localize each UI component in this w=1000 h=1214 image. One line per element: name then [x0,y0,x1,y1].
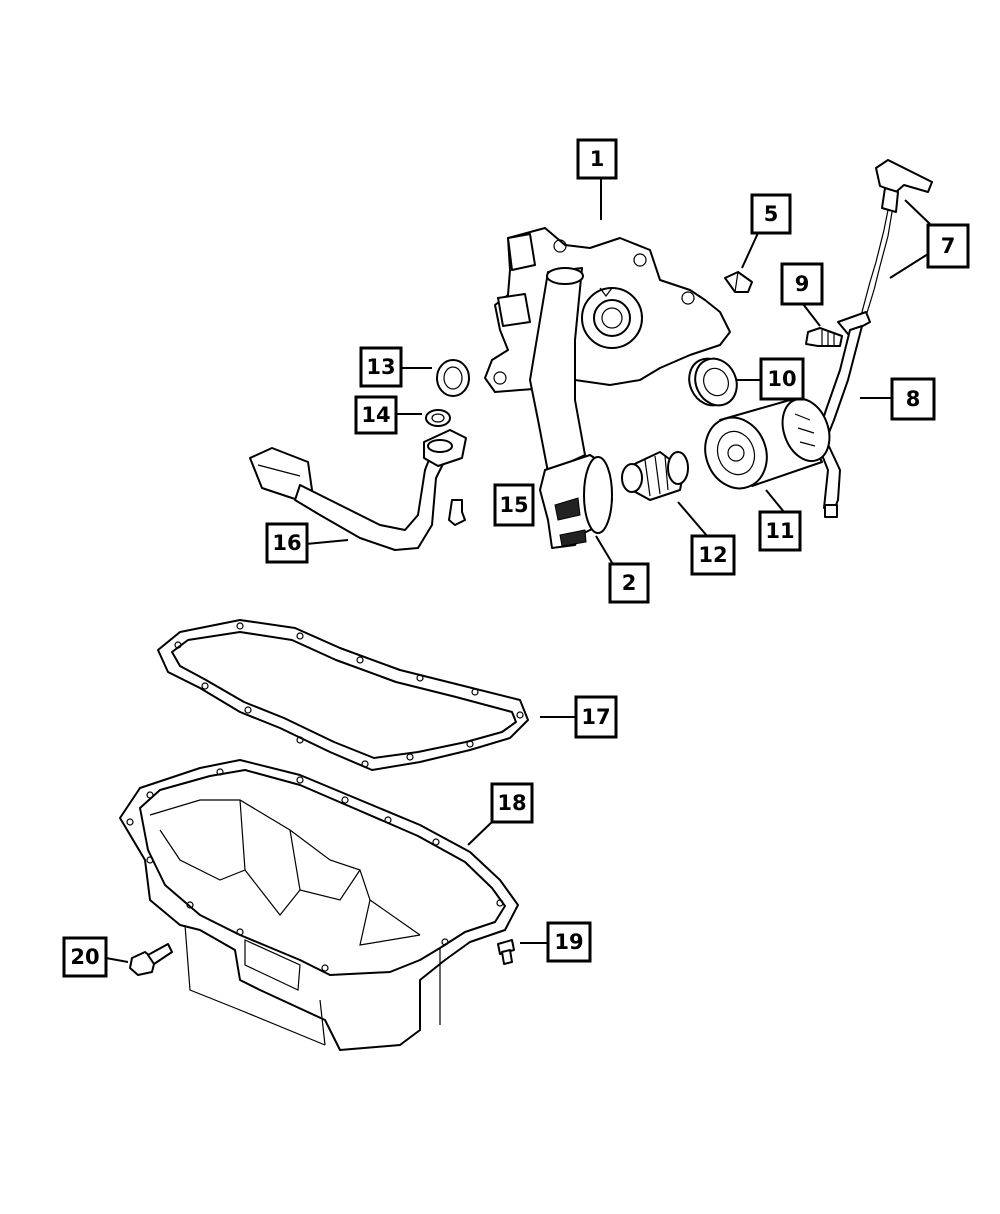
oil-pan-part [119,759,519,1051]
callout-label-9: 9 [795,272,810,296]
callout-12: 12 [690,534,736,576]
filter-adapter-part [621,451,689,501]
leader-18 [467,819,495,846]
leader-9 [802,303,821,327]
callout-label-15: 15 [499,493,528,517]
leader-20 [105,957,129,963]
callout-label-10: 10 [767,367,796,391]
callout-1: 1 [576,138,618,180]
bolt-19-part [497,939,515,965]
oil-pan-gasket-part [157,619,529,771]
leader-16 [305,539,349,545]
callout-label-13: 13 [366,355,395,379]
leader-5 [741,232,759,269]
callout-label-19: 19 [554,930,583,954]
oil-seal-part [688,357,738,407]
callout-19: 19 [546,921,592,963]
callout-13: 13 [359,346,403,388]
callout-label-17: 17 [581,705,610,729]
callout-label-18: 18 [497,791,526,815]
bolt-5-part [724,271,753,293]
o-ring-14-part [425,409,451,427]
dipstick-part [857,159,933,321]
callout-17: 17 [574,695,618,739]
oil-pump-part [484,227,731,473]
oil-filter-part [704,398,831,490]
callout-label-16: 16 [272,531,301,555]
callout-11: 11 [758,510,802,552]
callout-label-5: 5 [764,202,779,226]
callout-7: 7 [926,223,970,269]
callout-label-7: 7 [941,234,956,258]
oil-pickup-screen-part [539,454,613,549]
drain-plug-part [129,943,173,976]
callout-2: 2 [608,562,650,604]
leader-7a [904,199,931,225]
callout-label-1: 1 [590,147,605,171]
callout-16: 16 [265,522,309,564]
callout-14: 14 [354,395,398,435]
callout-20: 20 [62,936,108,978]
callout-label-12: 12 [698,543,727,567]
leader-11 [765,489,785,513]
callout-18: 18 [490,782,534,824]
leader-12 [677,501,709,538]
o-ring-13-part [436,359,470,397]
callout-label-8: 8 [906,387,921,411]
callout-5: 5 [750,193,792,235]
callout-label-20: 20 [70,945,99,969]
leader-2 [595,535,615,567]
bolt-9-part [805,327,843,347]
callout-9: 9 [780,262,824,306]
oil-pickup-tube-part [249,429,467,551]
callout-label-14: 14 [361,403,390,427]
callout-label-11: 11 [765,519,794,543]
callout-label-2: 2 [622,571,637,595]
leader-7b [889,253,929,279]
callout-10: 10 [759,357,805,401]
callout-8: 8 [890,377,936,421]
callout-15: 15 [493,483,535,527]
